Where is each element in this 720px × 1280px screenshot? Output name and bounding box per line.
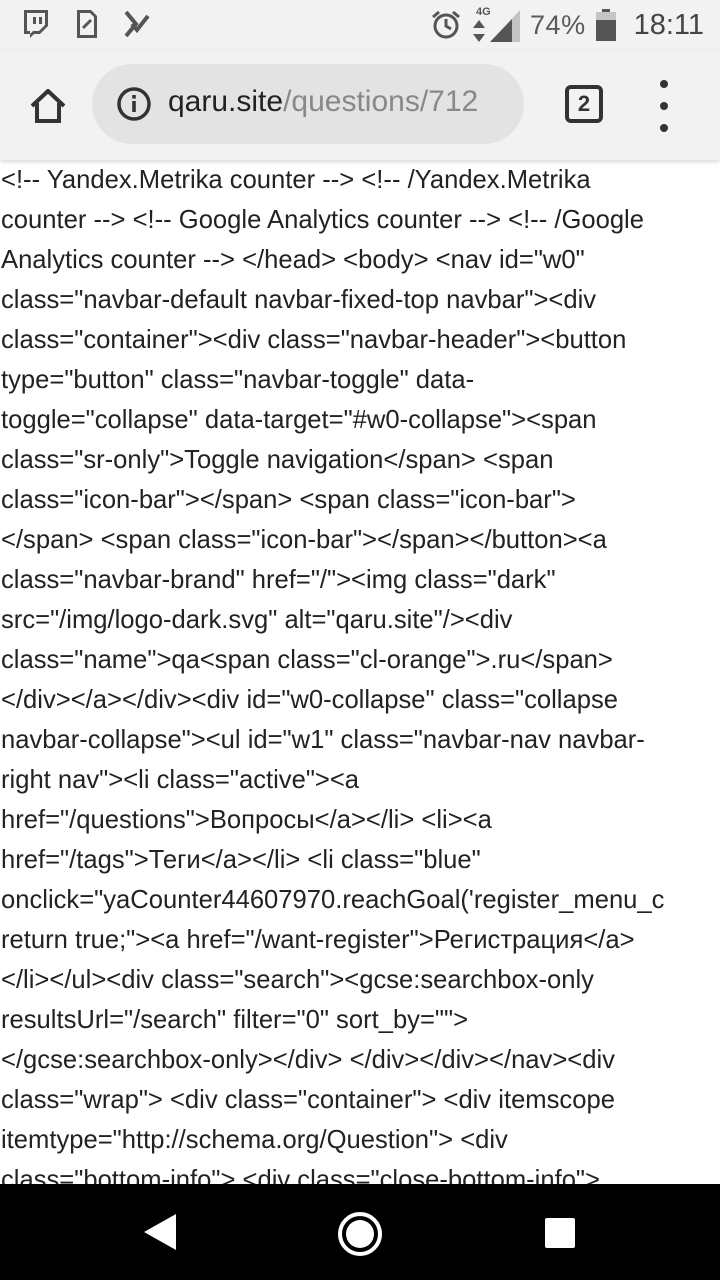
source-line: </gcse:searchbox-only></div> </div></div… <box>1 1046 615 1074</box>
source-line: <!-- Yandex.Metrika counter --> <!-- /Ya… <box>1 166 591 194</box>
url-text[interactable]: qaru.site/questions/712 <box>168 85 504 119</box>
page-source-text: <!-- Yandex.Metrika counter --> <!-- /Ya… <box>0 160 720 1184</box>
source-line: onclick="yaCounter44607970.reachGoal('re… <box>1 886 665 914</box>
more-vert-icon[interactable] <box>650 80 678 132</box>
tab-switcher-button[interactable]: 2 <box>565 85 603 123</box>
clock: 18:11 <box>633 8 704 41</box>
source-line: return true;"><a href="/want-register">Р… <box>1 926 635 954</box>
menu-dot <box>660 102 668 110</box>
tab-count: 2 <box>577 91 591 116</box>
recents-square-icon[interactable] <box>545 1218 575 1248</box>
menu-dot <box>660 124 668 132</box>
source-line: class="wrap"> <div class="container"> <d… <box>1 1086 615 1114</box>
home-circle-icon[interactable] <box>337 1211 383 1257</box>
inbox-check-icon <box>124 10 150 38</box>
data-arrows-icon <box>473 20 486 42</box>
url-path: /questions/712 <box>283 85 479 118</box>
menu-dot <box>660 80 668 88</box>
network-type-label: 4G <box>476 6 491 18</box>
source-line: class="sr-only">Toggle navigation</span>… <box>1 446 554 474</box>
source-line: </div></a></div><div id="w0-collapse" cl… <box>1 686 618 714</box>
info-icon[interactable] <box>116 86 152 122</box>
source-line: href="/tags">Теги</a></li> <li class="bl… <box>1 846 481 874</box>
source-line: itemtype="http://schema.org/Question"> <… <box>1 1126 508 1154</box>
source-line: toggle="collapse" data-target="#w0-colla… <box>1 406 597 434</box>
home-button[interactable] <box>22 80 74 132</box>
source-line: class="icon-bar"></span> <span class="ic… <box>1 486 576 514</box>
source-line: resultsUrl="/search" filter="0" sort_by=… <box>1 1006 469 1034</box>
page-content[interactable]: <!-- Yandex.Metrika counter --> <!-- /Ya… <box>0 160 720 1184</box>
battery-icon <box>595 9 616 41</box>
source-line: class="bottom-info"> <div class="close-b… <box>1 1166 600 1184</box>
home-icon <box>30 89 66 123</box>
browser-toolbar: qaru.site/questions/712 2 <box>0 50 720 160</box>
source-line: class="navbar-brand" href="/"><img class… <box>1 566 556 594</box>
system-status: 4G 74% 18:11 <box>430 6 704 44</box>
status-bar: 4G 74% 18:11 <box>0 0 720 50</box>
source-line: href="/questions">Вопросы</a></li> <li><… <box>1 806 492 834</box>
source-line: class="navbar-default navbar-fixed-top n… <box>1 286 597 314</box>
source-line: right nav"><li class="active"><a <box>1 766 360 794</box>
source-line: navbar-collapse"><ul id="w1" class="navb… <box>1 726 645 754</box>
source-line: class="container"><div class="navbar-hea… <box>1 326 627 354</box>
alarm-icon <box>432 10 460 39</box>
url-host: qaru.site <box>168 85 284 118</box>
twitch-icon <box>24 10 48 38</box>
system-nav-bar <box>0 1184 720 1280</box>
source-line: src="/img/logo-dark.svg" alt="qaru.site"… <box>1 606 513 634</box>
source-line: Analytics counter --> </head> <body> <na… <box>1 246 585 274</box>
back-triangle-icon[interactable] <box>140 1212 180 1252</box>
source-line: </span> <span class="icon-bar"></span></… <box>1 526 607 554</box>
sim-card-icon <box>77 10 97 38</box>
cell-signal: 4G <box>472 6 521 42</box>
source-line: class="name">qa<span class="cl-orange">.… <box>1 646 613 674</box>
battery-percent: 74% <box>530 9 586 40</box>
cell-signal-icon <box>490 10 521 42</box>
address-bar[interactable]: qaru.site/questions/712 <box>92 64 524 144</box>
source-line: </li></ul><div class="search"><gcse:sear… <box>1 966 594 994</box>
source-line: counter --> <!-- Google Analytics counte… <box>1 206 644 234</box>
source-line: type="button" class="navbar-toggle" data… <box>1 366 475 394</box>
notification-icons <box>20 8 152 40</box>
